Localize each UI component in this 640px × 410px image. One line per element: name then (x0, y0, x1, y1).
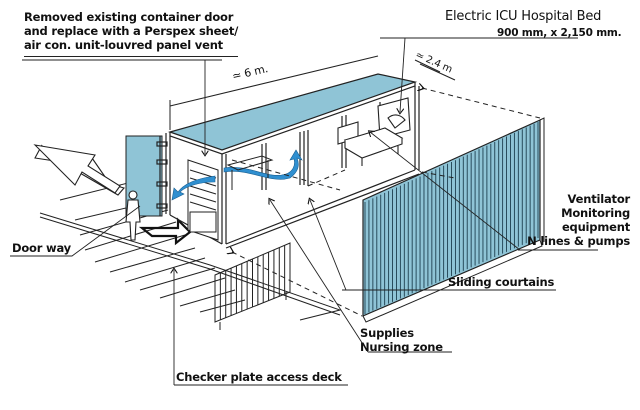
doorway-label: Door way (12, 241, 71, 255)
airflow-arrow-right (223, 149, 303, 180)
side-table (226, 155, 274, 190)
person-figure (125, 190, 141, 241)
removed-side-wall (362, 117, 545, 323)
entry-arrow (138, 217, 192, 246)
deck-label: Checker plate access deck (176, 370, 342, 384)
deck-railing (214, 242, 291, 330)
airflow-arrow-left (171, 175, 216, 201)
door-note-line-1: Removed existing container door (24, 10, 234, 24)
supplies-label: Supplies Nursing zone (360, 326, 443, 354)
bed-size-label: 900 mm, x 2,150 mm. (497, 27, 622, 39)
supplies-line-2: Nursing zone (360, 340, 443, 354)
equipment-line-2: Monitoring (561, 206, 630, 220)
leader-lines (10, 37, 598, 386)
door-note-line-2: and replace with a Perspex sheet/ (24, 24, 239, 38)
equipment-label: Ventilator Monitoring equipment N lines … (510, 192, 630, 248)
icu-bed (337, 97, 411, 166)
door-note-line-3: air con. unit-louvred panel vent (24, 38, 223, 52)
louvred-panel (187, 159, 219, 241)
equipment-line-4: N lines & pumps (527, 234, 630, 248)
equipment-line-1: Ventilator (567, 192, 631, 206)
curtains-label: Sliding courtains (448, 275, 555, 289)
door-note-label: Removed existing container door and repl… (24, 10, 238, 57)
supplies-line-1: Supplies (360, 326, 414, 340)
dashed-guides (232, 88, 541, 317)
bed-title-label: Electric ICU Hospital Bed (445, 9, 602, 24)
equipment-line-3: equipment (561, 220, 630, 234)
